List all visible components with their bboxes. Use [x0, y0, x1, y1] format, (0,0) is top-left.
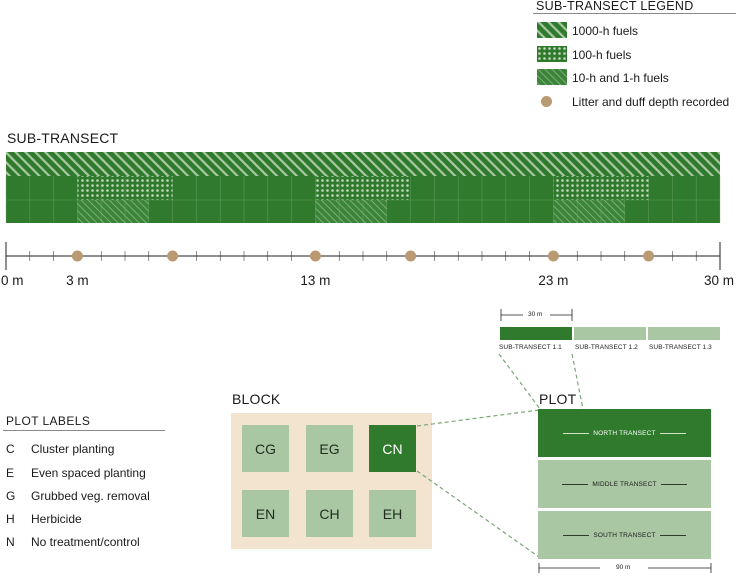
- axis-label: 13 m: [300, 273, 331, 288]
- subtransect-1-3-label: SUB-TRANSECT 1.3: [649, 344, 712, 351]
- legend-swatch-100h: [537, 46, 567, 62]
- transect-line: [562, 483, 589, 485]
- transect-line: [659, 534, 686, 536]
- legend-litter-dot: [541, 96, 552, 107]
- plot-label-desc: Cluster planting: [31, 442, 115, 456]
- plot-label-desc: Even spaced planting: [31, 466, 146, 480]
- transect-line: [660, 483, 687, 485]
- block-plot-eh[interactable]: EH: [369, 490, 416, 537]
- transect-line: [659, 432, 686, 434]
- axis-label: 23 m: [538, 273, 569, 288]
- block-plot-cg[interactable]: CG: [242, 425, 289, 472]
- subtransect-1-1-label: SUB-TRANSECT 1.1: [499, 344, 562, 351]
- subtransect-width-dimension: [500, 309, 573, 321]
- legend-label-10h: 10-h and 1-h fuels: [572, 71, 669, 85]
- litter-duff-point: [547, 250, 559, 262]
- plot-labels-divider: [3, 430, 165, 431]
- subtransect-1-3-bar[interactable]: [648, 327, 720, 340]
- fuel-section-10h: [553, 200, 625, 223]
- plot-label-code: C: [6, 442, 15, 456]
- subtransect-diagram: [5, 152, 721, 270]
- south-transect-label: SOUTH TRANSECT: [593, 531, 656, 539]
- legend-label-100h: 100-h fuels: [572, 48, 632, 62]
- plot-title: PLOT: [539, 391, 577, 407]
- litter-duff-point: [71, 250, 83, 262]
- plot-labels-title: PLOT LABELS: [6, 414, 91, 428]
- block-plot-ch[interactable]: CH: [306, 490, 353, 537]
- legend-swatch-1000h: [537, 22, 567, 38]
- transect-line: [563, 432, 590, 434]
- axis-label: 3 m: [66, 273, 89, 288]
- block-plot-en[interactable]: EN: [242, 490, 289, 537]
- south-transect[interactable]: SOUTH TRANSECT: [538, 511, 711, 559]
- north-transect-label: NORTH TRANSECT: [593, 429, 656, 437]
- plot-label-code: N: [6, 535, 15, 549]
- plot-label-desc: Herbicide: [31, 512, 82, 526]
- plot-label-code: H: [6, 512, 15, 526]
- litter-duff-point: [643, 250, 655, 262]
- litter-duff-point: [309, 250, 321, 262]
- legend-divider: [533, 13, 736, 14]
- fuel-band-1000h: [6, 152, 720, 176]
- plot-label-desc: Grubbed veg. removal: [31, 489, 150, 503]
- legend-swatch-10h: [537, 69, 567, 85]
- legend-label-litter: Litter and duff depth recorded: [572, 95, 730, 109]
- fuel-section-10h: [77, 200, 149, 223]
- north-transect[interactable]: NORTH TRANSECT: [538, 409, 711, 457]
- subtransect-width-label: 30 m: [528, 311, 543, 318]
- axis-label: 0 m: [1, 273, 24, 288]
- middle-transect-label: MIDDLE TRANSECT: [592, 480, 657, 488]
- litter-duff-point: [405, 250, 417, 262]
- plot-width-dimension: [538, 563, 712, 573]
- subtransect-1-2-label: SUB-TRANSECT 1.2: [575, 344, 638, 351]
- subtransect-1-1-bar[interactable]: [500, 327, 572, 340]
- block-title: BLOCK: [232, 391, 281, 407]
- subtransect-title: SUB-TRANSECT: [7, 130, 119, 146]
- transect-line: [563, 534, 590, 536]
- block-plot-cn[interactable]: CN: [369, 425, 416, 472]
- plot-label-code: E: [6, 466, 15, 480]
- legend-label-1000h: 1000-h fuels: [572, 24, 639, 38]
- litter-duff-point: [167, 250, 179, 262]
- plot-label-code: G: [6, 489, 16, 503]
- axis-label: 30 m: [703, 273, 734, 288]
- plot-width-label: 90 m: [616, 564, 631, 571]
- subtransect-1-2-bar[interactable]: [574, 327, 646, 340]
- fuel-section-10h: [315, 200, 387, 223]
- legend-title: SUB-TRANSECT LEGEND: [536, 0, 694, 13]
- plot-label-desc: No treatment/control: [31, 535, 140, 549]
- middle-transect[interactable]: MIDDLE TRANSECT: [538, 460, 711, 508]
- block-plot-eg[interactable]: EG: [306, 425, 353, 472]
